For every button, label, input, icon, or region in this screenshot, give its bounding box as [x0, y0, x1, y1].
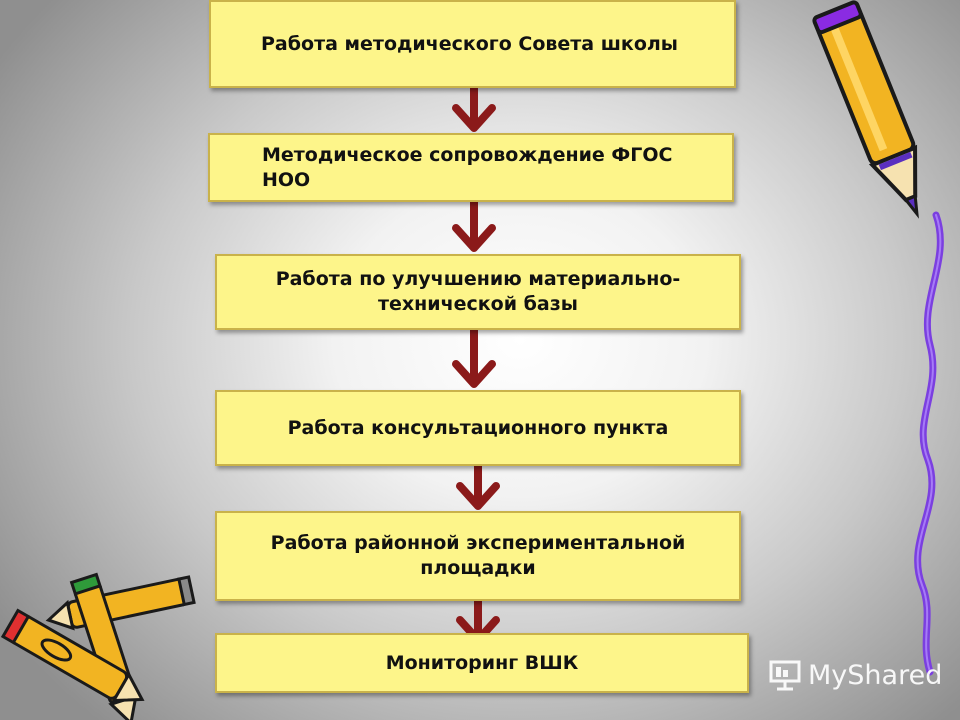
flow-arrow	[452, 88, 496, 132]
flow-step-consulting-point: Работа консультационного пункта	[215, 390, 741, 466]
flow-step-label: Мониторинг ВШК	[385, 651, 579, 674]
flow-arrow	[452, 330, 496, 388]
flow-arrow	[452, 202, 496, 252]
pencil-icon	[812, 0, 919, 219]
flow-arrow	[456, 466, 500, 510]
pencil-icon	[45, 575, 196, 631]
flow-step-label: Работа районной экспериментальной площад…	[270, 532, 686, 579]
presentation-board-icon	[769, 660, 801, 691]
flow-step-label: Работа методического Совета школы	[261, 32, 678, 55]
flow-step-monitoring: Мониторинг ВШК	[215, 633, 749, 693]
flow-step-fgos-support: Методическое сопровождение ФГОС НОО	[208, 133, 734, 202]
flow-step-methodical-council: Работа методического Совета школы	[209, 0, 736, 88]
watermark: MyShared	[768, 655, 942, 695]
flow-step-label: Работа по улучшению материально-техничес…	[275, 268, 681, 315]
watermark-text: MyShared	[808, 659, 943, 691]
flow-step-material-base: Работа по улучшению материально-техничес…	[215, 254, 741, 330]
flow-step-label: Методическое сопровождение ФГОС НОО	[262, 143, 673, 191]
pencil-icon	[0, 608, 145, 703]
flow-step-label: Работа консультационного пункта	[287, 416, 669, 439]
purple-ribbon-decoration	[914, 211, 944, 676]
flow-step-experimental-site: Работа районной экспериментальной площад…	[215, 511, 741, 601]
